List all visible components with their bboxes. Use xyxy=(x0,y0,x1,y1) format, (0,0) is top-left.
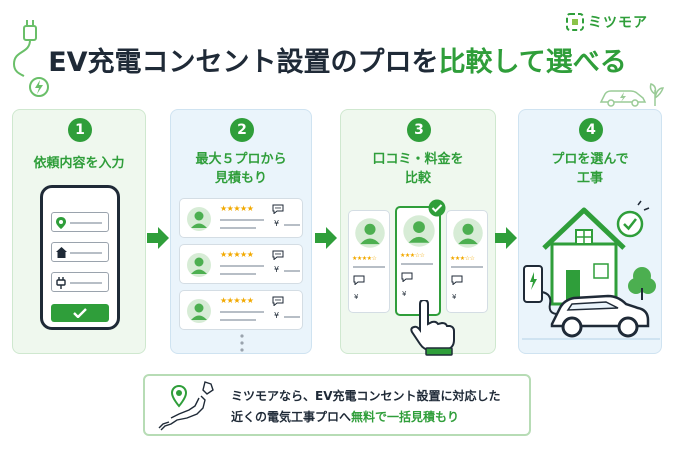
page-title-main: EV充電コンセント設置のプロを xyxy=(48,47,439,78)
location-pin-icon xyxy=(56,217,66,229)
arrow-right-icon xyxy=(495,227,517,249)
step-title-4-line-1: プロを選んで xyxy=(551,152,629,167)
chat-bubble-icon xyxy=(272,296,284,306)
avatar-icon xyxy=(187,253,211,277)
step-title-4-line-2: 工事 xyxy=(576,171,603,186)
quote-card: ★★★★★ ¥ xyxy=(179,290,303,330)
step-title-1: 依頼内容を入力 xyxy=(13,154,145,173)
banner-line-2: 近くの電気工事プロへ無料で一括見積もり xyxy=(231,408,459,425)
price-yen: ¥ xyxy=(274,219,280,228)
avatar-icon xyxy=(355,218,385,248)
step-title-3: 口コミ・料金を 比較 xyxy=(341,150,495,188)
chat-bubble-icon xyxy=(272,204,284,214)
japan-map-icon xyxy=(158,381,214,431)
arrow-right-icon xyxy=(147,227,169,249)
house-ev-charging-illustration xyxy=(522,200,660,340)
step-number-1: 1 xyxy=(68,118,92,142)
quote-card: ★★★★★ ¥ xyxy=(179,244,303,284)
step-title-1-line-1: 依頼内容を入力 xyxy=(33,156,125,171)
plug-small-icon xyxy=(56,277,66,289)
check-icon xyxy=(73,308,87,318)
chat-bubble-icon xyxy=(451,275,463,285)
home-icon xyxy=(56,247,67,258)
location-field-illustration xyxy=(51,212,109,232)
rating-stars: ★★★★★ xyxy=(220,204,254,213)
banner-line-2-prefix: 近くの電気工事プロへ xyxy=(231,410,352,424)
avatar-icon xyxy=(187,299,211,323)
rating-stars: ★★★★☆ xyxy=(352,255,377,262)
chat-bubble-icon xyxy=(353,275,365,285)
banner-line-2-highlight: 無料で一括見積もり xyxy=(351,410,460,424)
smartphone-form-illustration xyxy=(40,185,120,330)
avatar-icon xyxy=(453,218,483,248)
price-yen: ¥ xyxy=(402,290,407,298)
review-card-selected: ★★★☆☆ ¥ xyxy=(395,206,441,316)
step-title-4: プロを選んで 工事 xyxy=(519,150,661,188)
plug-icon xyxy=(12,20,37,77)
home-field-illustration xyxy=(51,242,109,262)
review-card: ★★★☆☆ ¥ xyxy=(446,210,488,313)
rating-stars: ★★★☆☆ xyxy=(400,252,425,259)
price-yen: ¥ xyxy=(274,265,280,274)
chat-bubble-icon xyxy=(272,250,284,260)
brand-name: ミツモア xyxy=(588,15,648,31)
page-title: EV充電コンセント設置のプロを比較して選べる xyxy=(0,40,675,79)
pointing-hand-icon xyxy=(410,300,455,356)
banner-line-1: ミツモアなら、EV充電コンセント設置に対応した xyxy=(231,389,501,403)
avatar-icon xyxy=(187,207,211,231)
rating-stars: ★★★★★ xyxy=(220,296,254,305)
lightning-circle-icon xyxy=(29,77,49,97)
bottom-banner: ミツモアなら、EV充電コンセント設置に対応した 近くの電気工事プロへ無料で一括見… xyxy=(143,374,531,436)
price-yen: ¥ xyxy=(354,293,359,301)
ev-car-decoration-icon xyxy=(599,83,665,107)
brand-logo: ミツモア xyxy=(566,12,648,32)
step-card-2: 2 最大５プロから 見積もり ★★★★★ ¥ ★★★★★ ¥ ★★★★★ ¥ xyxy=(170,109,312,354)
step-title-3-line-2: 比較 xyxy=(404,171,431,186)
rating-stars: ★★★★★ xyxy=(220,250,254,259)
selected-check-icon xyxy=(428,199,446,217)
step-number-4: 4 xyxy=(579,118,603,142)
arrow-right-icon xyxy=(315,227,337,249)
plug-field-illustration xyxy=(51,272,109,292)
chat-bubble-icon xyxy=(401,272,413,282)
step-number-3: 3 xyxy=(407,118,431,142)
step-title-2-line-1: 最大５プロから xyxy=(195,152,287,167)
step-title-2-line-2: 見積もり xyxy=(214,171,267,186)
review-card: ★★★★☆ ¥ xyxy=(348,210,390,313)
step-title-3-line-1: 口コミ・料金を xyxy=(372,152,464,167)
price-yen: ¥ xyxy=(452,293,457,301)
step-title-2: 最大５プロから 見積もり xyxy=(171,150,311,188)
rating-stars: ★★★☆☆ xyxy=(450,255,475,262)
page-title-highlight: 比較して選べる xyxy=(438,47,627,78)
more-dots-icon xyxy=(240,334,244,352)
quote-card: ★★★★★ ¥ xyxy=(179,198,303,238)
avatar-icon xyxy=(403,215,435,247)
submit-button-illustration xyxy=(51,304,109,322)
price-yen: ¥ xyxy=(274,311,280,320)
mitsumoa-logo-icon xyxy=(566,13,584,31)
step-number-2: 2 xyxy=(230,118,254,142)
